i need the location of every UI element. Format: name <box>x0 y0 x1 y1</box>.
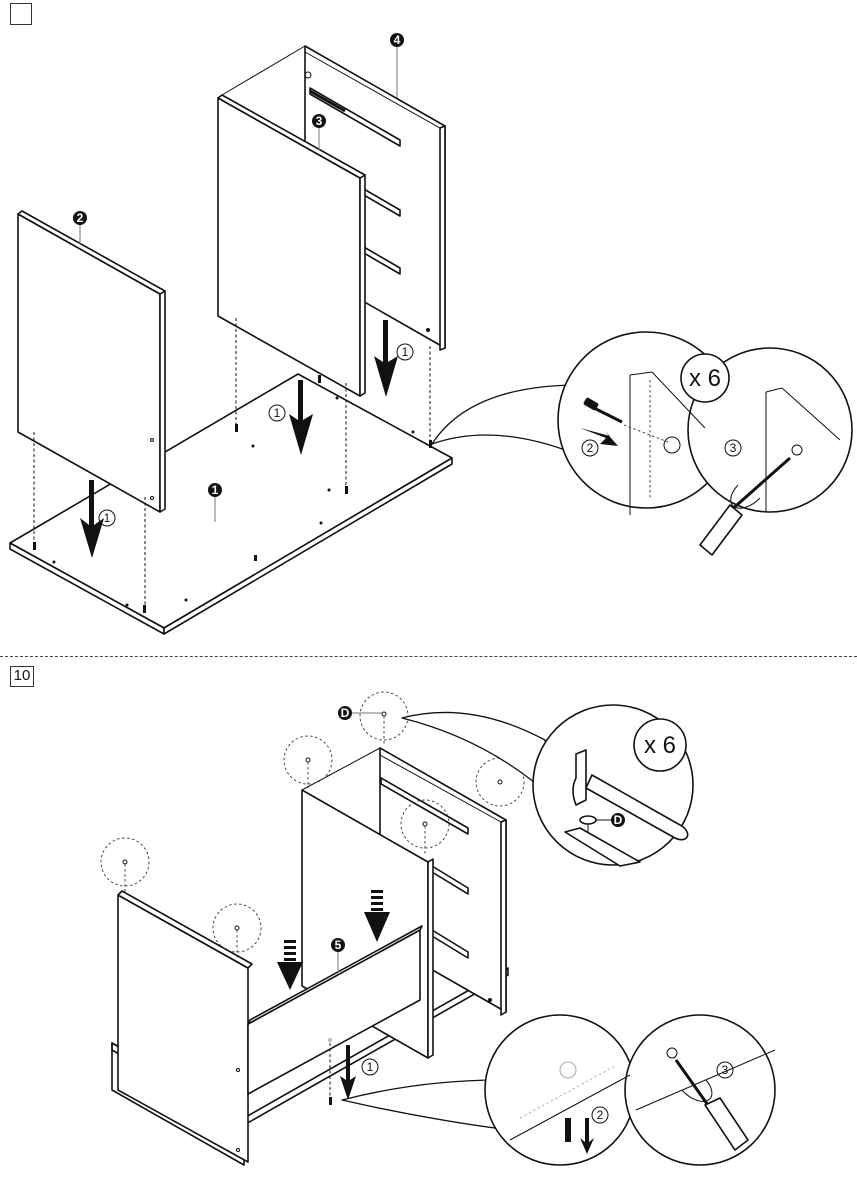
svg-text:1: 1 <box>274 406 281 420</box>
step-10-illustration: 1 D 5 D x 6 <box>100 691 776 1166</box>
side-panel-3 <box>217 45 366 397</box>
alignment-guides <box>33 318 431 608</box>
svg-text:1: 1 <box>104 511 111 525</box>
detail-callout: 2 3 x 6 <box>431 331 853 556</box>
svg-text:2: 2 <box>587 441 594 455</box>
step-number-box: 10 <box>10 666 34 687</box>
press-down-arrow-icon <box>277 890 390 1100</box>
base-panel <box>9 373 453 635</box>
svg-text:3: 3 <box>316 114 323 128</box>
svg-text:3: 3 <box>722 1063 729 1077</box>
step-divider <box>0 656 857 657</box>
svg-text:3: 3 <box>730 441 737 455</box>
down-arrow-icon <box>80 320 398 558</box>
svg-text:1: 1 <box>367 1060 374 1074</box>
step-number-box <box>10 3 32 25</box>
action-order-1: 1 1 1 <box>98 343 414 527</box>
svg-text:2: 2 <box>77 211 84 225</box>
svg-text:D: D <box>614 813 623 827</box>
left-side-panel <box>117 890 253 1163</box>
quantity-label: x 6 <box>689 365 721 392</box>
detail-callout-hammer: D x 6 <box>401 704 694 867</box>
svg-text:5: 5 <box>335 938 342 952</box>
svg-text:2: 2 <box>597 1108 604 1122</box>
part-badge: 2 1 3 4 <box>73 33 404 522</box>
quantity-label: x 6 <box>644 732 676 759</box>
side-panel-2 <box>17 210 166 513</box>
svg-text:D: D <box>341 706 350 720</box>
svg-text:4: 4 <box>394 33 401 47</box>
svg-text:1: 1 <box>402 345 409 359</box>
front-rail-5 <box>247 925 423 1095</box>
part-badge: D 5 <box>331 706 382 972</box>
svg-text:1: 1 <box>212 483 219 497</box>
detail-callout-screw: 2 3 <box>341 1014 776 1166</box>
step-1-illustration: 1 1 1 2 1 3 4 <box>9 33 853 635</box>
